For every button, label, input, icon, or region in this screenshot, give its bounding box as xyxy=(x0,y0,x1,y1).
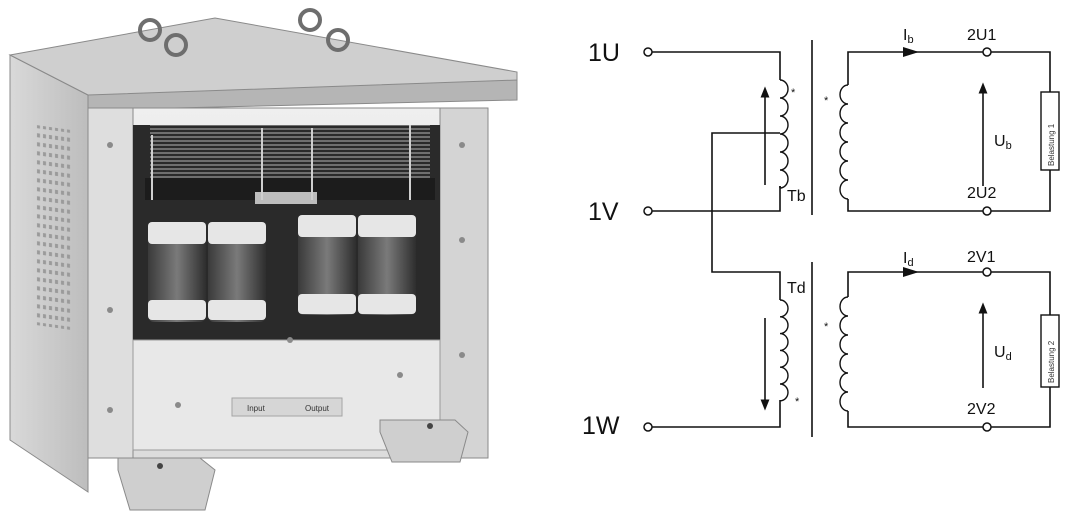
top-cover-edge xyxy=(87,79,518,111)
terminal-label-2u1: 2U1 xyxy=(967,27,996,44)
core-yoke xyxy=(145,178,435,200)
wire-secondary-td-top xyxy=(847,271,983,297)
lifting-eye xyxy=(298,8,322,32)
primary-coil-td xyxy=(779,299,789,402)
polarity-mark-td-primary: * xyxy=(795,396,800,408)
coil-1 xyxy=(148,222,206,322)
transformer-label-td: Td xyxy=(787,280,806,297)
transformer-label-tb: Tb xyxy=(787,188,806,205)
secondary-coil-td xyxy=(839,296,849,412)
terminal-2u2 xyxy=(982,206,992,216)
foot-hole xyxy=(427,423,433,429)
bolt xyxy=(459,352,465,358)
bolt xyxy=(175,402,181,408)
coil-4-cap xyxy=(358,215,416,237)
terminal-label-2v1: 2V1 xyxy=(967,249,996,266)
terminal-1u xyxy=(643,47,653,57)
primary-coil-tb xyxy=(779,79,789,189)
plate-input-label: Input xyxy=(247,404,266,413)
voltage-label-ud: Ud xyxy=(994,344,1012,363)
wire-secondary-tb-bottom xyxy=(847,199,983,212)
terminal-label-1u: 1U xyxy=(588,39,620,67)
bolt xyxy=(459,142,465,148)
terminal-1w xyxy=(643,422,653,432)
load-1 xyxy=(1040,91,1060,171)
coil-3-cap xyxy=(298,215,356,237)
bolt xyxy=(287,337,293,343)
terminal-label-1v: 1V xyxy=(588,198,619,226)
left-post xyxy=(87,107,134,459)
terminal-label-2u2: 2U2 xyxy=(967,185,996,202)
wire-1u xyxy=(652,51,781,80)
plate-output-label: Output xyxy=(305,404,330,413)
coil-1-base xyxy=(148,300,206,320)
terminal-label-2v2: 2V2 xyxy=(967,401,996,418)
wire-secondary-tb-top xyxy=(847,51,983,85)
wire-load-2-return xyxy=(991,387,1051,428)
bolt xyxy=(107,307,113,313)
load-2 xyxy=(1040,314,1060,388)
bolt xyxy=(397,372,403,378)
coil-4-base xyxy=(358,294,416,314)
voltage-label-ub: Ub xyxy=(994,133,1012,152)
terminal-1v xyxy=(643,206,653,216)
bolt xyxy=(459,237,465,243)
current-arrow-id xyxy=(903,267,919,277)
lifting-eye xyxy=(326,28,350,52)
load-2-label: Belastung 2 xyxy=(1047,340,1056,383)
foot-hole xyxy=(157,463,163,469)
terminal-2u1 xyxy=(982,47,992,57)
name-plate xyxy=(231,397,343,417)
foot-left xyxy=(117,457,216,511)
coil-1-cap xyxy=(148,222,206,244)
terminal-2v1 xyxy=(982,267,992,277)
current-label-ib: Ib xyxy=(903,27,914,46)
coil-2-base xyxy=(208,300,266,320)
side-vents xyxy=(36,125,72,331)
wire-1v xyxy=(652,186,781,212)
bolts xyxy=(107,142,465,413)
foot-right xyxy=(379,419,469,463)
current-arrow-ib xyxy=(903,47,919,57)
wire-load-1 xyxy=(991,51,1051,92)
coil-3 xyxy=(298,215,356,315)
coil-2-cap xyxy=(208,222,266,244)
terminal-strip xyxy=(255,192,317,204)
lifting-eye xyxy=(138,18,162,42)
secondary-coil-tb xyxy=(839,84,849,200)
wire-load-2 xyxy=(991,271,1051,315)
wire-secondary-td-bottom xyxy=(847,411,983,428)
terminal-label-1w: 1W xyxy=(582,412,620,440)
polarity-mark-tb-primary: * xyxy=(791,87,796,99)
wire-load-1-return xyxy=(991,170,1051,212)
wire-tap xyxy=(711,132,781,300)
bolt xyxy=(107,142,113,148)
load-1-label: Belastung 1 xyxy=(1047,123,1056,166)
terminal-2v2 xyxy=(982,422,992,432)
polarity-mark-tb-secondary: * xyxy=(824,95,829,107)
polarity-mark-td-secondary: * xyxy=(824,321,829,333)
coil-3-base xyxy=(298,294,356,314)
scott-circuit-diagram: 1U 1V 1W Tb Td * * * * xyxy=(582,27,1060,440)
wire-1w xyxy=(652,400,781,428)
coil-2 xyxy=(208,222,266,322)
core-fins xyxy=(150,125,430,185)
current-label-id: Id xyxy=(903,250,914,269)
bolt xyxy=(107,407,113,413)
lifting-eye xyxy=(164,33,188,57)
right-post xyxy=(439,107,489,459)
lifting-eyes xyxy=(138,8,350,57)
transformer-photo: Input Output xyxy=(8,8,518,511)
coil-group xyxy=(148,125,416,322)
coil-4 xyxy=(358,215,416,315)
